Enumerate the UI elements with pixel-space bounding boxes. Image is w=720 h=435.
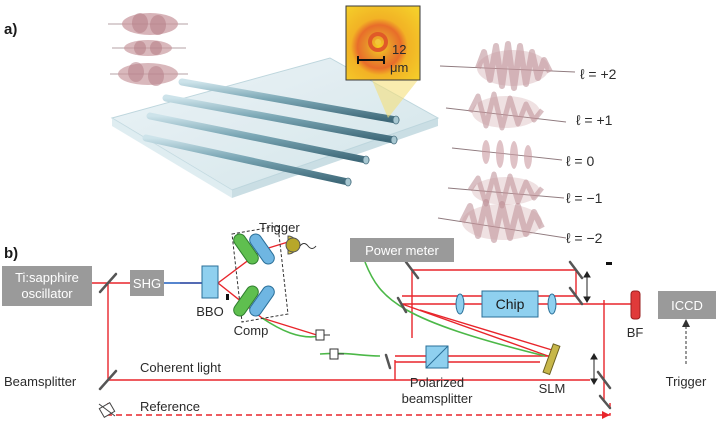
polarized-beamsplitter: Polarized beamsplitter <box>402 345 473 406</box>
iccd-camera: ICCD <box>658 291 716 319</box>
oam-pulse-minus2 <box>437 199 567 243</box>
input-pulse <box>110 62 188 86</box>
fiber-coupler <box>315 329 330 341</box>
compensator: Comp <box>231 225 289 338</box>
slm-label: SLM <box>539 381 566 396</box>
laser-beams <box>92 241 635 402</box>
lens <box>455 293 465 315</box>
waveguide-fiber <box>178 78 400 125</box>
trigger-top-label: Trigger <box>259 220 300 235</box>
power-meter-label: Power meter <box>365 243 439 258</box>
chip-label: Chip <box>496 296 525 312</box>
panel-b-label: b) <box>4 245 18 262</box>
input-pulses <box>108 13 188 86</box>
input-pulse <box>108 13 188 35</box>
chip-box: Chip <box>481 290 539 318</box>
power-meter: Power meter <box>350 238 454 262</box>
mirror <box>98 272 118 294</box>
panel-a-label: a) <box>4 21 17 38</box>
polarized-label-line1: Polarized <box>410 375 464 390</box>
scale-value: 12 <box>392 42 406 57</box>
comp-label: Comp <box>234 323 269 338</box>
mirror <box>596 370 612 390</box>
oscillator-label-line1: Ti:sapphire <box>15 270 79 285</box>
oscillator-label-line2: oscillator <box>21 286 73 301</box>
waveguide-fiber <box>142 134 352 187</box>
bbo-crystal: BBO <box>196 265 224 319</box>
mode-label-0: ℓ = 0 <box>566 153 594 169</box>
mirror <box>404 260 420 280</box>
mirror <box>568 260 584 280</box>
bf-label: BF <box>627 325 644 340</box>
polarized-label-line2: beamsplitter <box>402 391 473 406</box>
mode-label-plus1: ℓ = +1 <box>576 112 613 128</box>
mirrors <box>98 260 612 410</box>
fiber-coupler <box>329 348 344 360</box>
lens <box>547 293 557 315</box>
waveguide-fibers <box>142 78 400 187</box>
mode-label-plus2: ℓ = +2 <box>580 66 617 82</box>
bandpass-filter: BF <box>627 290 644 340</box>
mirror <box>396 296 408 314</box>
oam-pulse-0 <box>451 140 563 169</box>
output-pulses <box>437 41 576 243</box>
shg-box: SHG <box>130 270 164 296</box>
optical-fibers <box>261 261 546 357</box>
bbo-label: BBO <box>196 304 223 319</box>
waveguide-fiber <box>146 112 370 165</box>
coherent-light-label: Coherent light <box>140 360 221 375</box>
mirror <box>98 369 118 391</box>
mode-label-minus1: ℓ = −1 <box>566 190 603 206</box>
beamsplitter-label: Beamsplitter <box>4 374 77 389</box>
oam-pulse-minus1 <box>447 171 565 209</box>
beam-profile-inset: 12 μm <box>345 5 421 81</box>
reference-label: Reference <box>140 399 200 414</box>
slm: SLM <box>539 343 566 396</box>
input-pulse <box>112 40 186 56</box>
translation-arrows <box>583 271 598 385</box>
waveguide-fiber <box>162 94 398 145</box>
mirror <box>598 394 612 410</box>
mode-label-minus2: ℓ = −2 <box>566 230 603 246</box>
inset-callout <box>372 80 418 118</box>
trigger-detector: Trigger <box>259 220 317 255</box>
ti-sapphire-oscillator: Ti:sapphire oscillator <box>2 266 92 306</box>
beam-block <box>226 294 229 300</box>
vortex-ring <box>368 32 388 52</box>
trigger-bottom-label: Trigger <box>666 374 707 389</box>
reference-delay-mount <box>98 401 116 419</box>
oam-pulse-plus1 <box>445 91 567 131</box>
oam-pulse-plus2 <box>439 41 576 91</box>
shg-label: SHG <box>133 276 161 291</box>
beam-stop <box>606 262 612 265</box>
mirror <box>568 286 584 306</box>
mirror <box>384 353 392 370</box>
lenses <box>455 293 557 315</box>
scale-unit: μm <box>390 60 408 75</box>
iccd-label: ICCD <box>671 298 703 313</box>
